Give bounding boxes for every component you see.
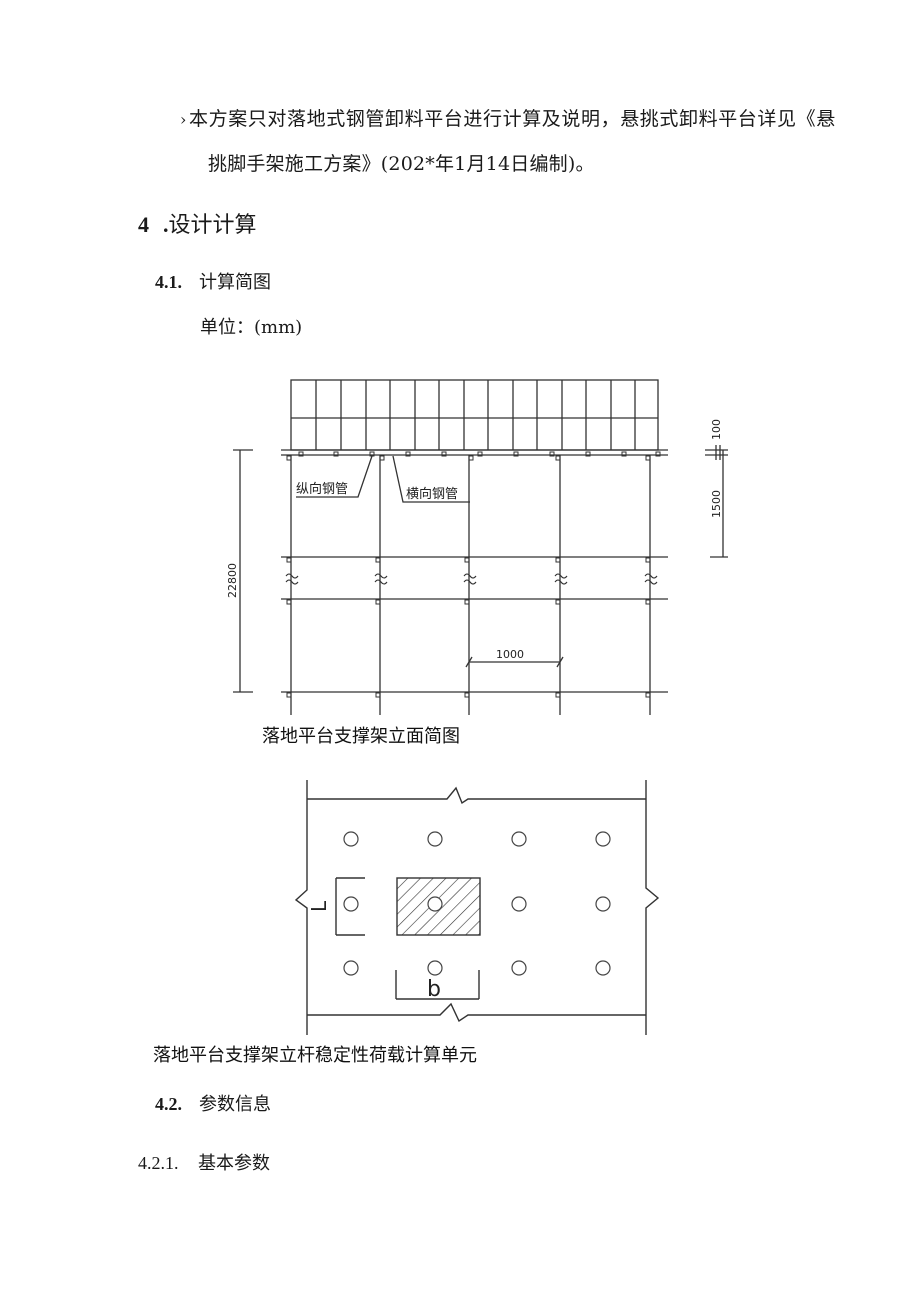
section-heading-4: 4.设计计算 <box>138 212 257 238</box>
railing-verticals <box>315 380 636 450</box>
break-marks <box>285 573 658 585</box>
bullet-marker: › <box>180 110 187 129</box>
section-number: 4.1. <box>155 272 182 292</box>
figure1-caption: 落地平台支撑架立面简图 <box>262 726 460 747</box>
section-heading-4-2: 4.2. 参数信息 <box>155 1090 271 1116</box>
dim-total-height: 22800 <box>226 563 239 598</box>
section-heading-4-1: 4.1. 计算简图 <box>155 268 271 294</box>
dim-length-symbol: L <box>307 900 331 912</box>
section-number: 4.2.1. <box>138 1153 179 1173</box>
section-title: 参数信息 <box>199 1094 271 1115</box>
load-unit-diagram: L b <box>294 780 660 1035</box>
section-title: 设计计算 <box>168 213 257 238</box>
figure2-caption: 落地平台支撑架立杆稳定性荷载计算单元 <box>153 1045 477 1066</box>
pole-circles <box>343 831 611 976</box>
intro-text-1: 本方案只对落地式钢管卸料平台进行计算及说明，悬挑式卸料平台详见《悬 <box>189 108 836 130</box>
section-title: 计算简图 <box>199 272 271 293</box>
label-transverse-pipe: 横向钢管 <box>406 486 458 502</box>
intro-line-2: 挑脚手架施工方案》(202*年1月14日编制)。 <box>208 153 595 175</box>
section-number: 4.2. <box>155 1094 182 1114</box>
dim-spacing: 1000 <box>496 648 524 661</box>
elevation-diagram: 纵向钢管 横向钢管 22800 100 1500 1000 <box>226 379 728 715</box>
section-number: 4 <box>138 212 149 237</box>
dim-top: 100 <box>710 419 723 440</box>
dim-width-symbol: b <box>427 977 441 1002</box>
intro-line-1: ›本方案只对落地式钢管卸料平台进行计算及说明，悬挑式卸料平台详见《悬 <box>180 104 836 131</box>
label-longitudinal-pipe: 纵向钢管 <box>296 481 348 497</box>
section-title: 基本参数 <box>198 1153 270 1174</box>
unit-label: 单位：(mm) <box>200 317 303 338</box>
section-heading-4-2-1: 4.2.1. 基本参数 <box>138 1149 270 1175</box>
dim-step: 1500 <box>710 490 723 518</box>
